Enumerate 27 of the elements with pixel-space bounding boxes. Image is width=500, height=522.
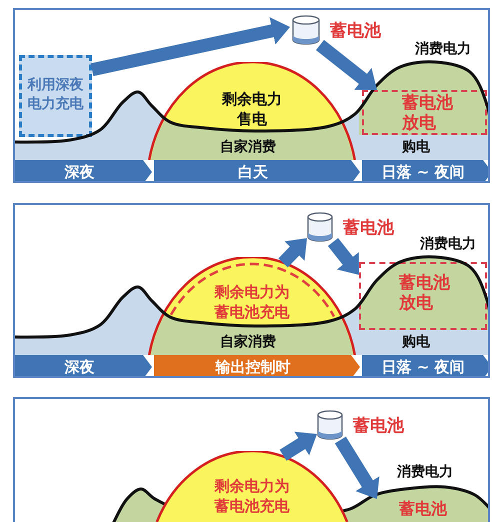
dashed-box: 蓄电池放电: [359, 262, 487, 330]
panel-frame: [13, 8, 490, 183]
chart-label: 自家消费: [220, 333, 276, 351]
chart-label: 消费电力: [397, 463, 453, 481]
chart-label: 购电: [402, 138, 430, 156]
dashed-box: 蓄电池放电: [362, 90, 487, 135]
panel-frame: [13, 203, 490, 378]
time-band: 日落 ~ 夜间: [362, 355, 488, 376]
area-label: 蓄电池: [365, 499, 488, 522]
time-band: 输出控制时: [154, 355, 360, 376]
chart-label: 消费电力: [415, 40, 471, 58]
panel-frame: [13, 397, 490, 522]
dashed-box: 利用深夜电力充电: [19, 55, 92, 137]
node-caption: 蓄电池: [353, 415, 404, 437]
time-band: 深夜: [15, 160, 152, 181]
dome-text: 剩余电力为蓄电池充电: [213, 283, 290, 322]
dome-text: 剩余电力为蓄电池充电: [213, 477, 290, 516]
node-caption: 蓄电池: [330, 20, 381, 42]
chart-label: 消费电力: [420, 235, 476, 253]
time-band: 白天: [154, 160, 360, 181]
chart-label: 自家消费: [220, 138, 276, 156]
time-band: 深夜: [15, 355, 152, 376]
dome-text: 剩余电力售电: [220, 90, 283, 129]
arrow: [90, 17, 292, 76]
chart-label: 购电: [402, 333, 430, 351]
node-caption: 蓄电池: [343, 217, 394, 239]
time-band: 日落 ~ 夜间: [362, 160, 488, 181]
